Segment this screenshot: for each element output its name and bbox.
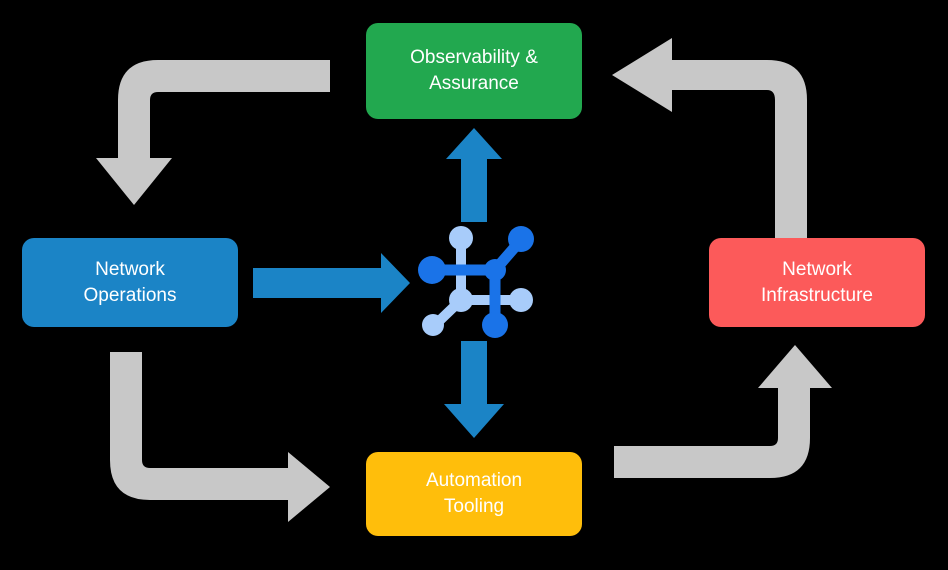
node-network-operations[interactable]: Network Operations — [22, 238, 238, 327]
arrow-netinfra-to-observability — [612, 38, 807, 238]
node-observability-label: Observability & Assurance — [410, 47, 538, 94]
arrow-center-to-automation — [444, 341, 504, 438]
arrow-automation-to-netinfra — [614, 345, 832, 478]
node-network-operations-label: Network Operations — [83, 258, 177, 306]
arrow-netops-to-automation — [110, 352, 330, 522]
node-observability-assurance[interactable]: Observability & Assurance — [366, 23, 582, 119]
network-topology-icon — [418, 226, 534, 338]
arrow-observability-to-netops — [96, 60, 330, 205]
arrow-netops-to-center — [253, 253, 410, 313]
node-network-infrastructure[interactable]: Network Infrastructure — [709, 238, 925, 327]
node-automation-tooling-label: Automation Tooling — [425, 470, 523, 517]
node-automation-tooling[interactable]: Automation Tooling — [366, 452, 582, 536]
arrow-center-to-observability — [446, 128, 502, 222]
node-network-infrastructure-label: Network Infrastructure — [761, 258, 873, 306]
